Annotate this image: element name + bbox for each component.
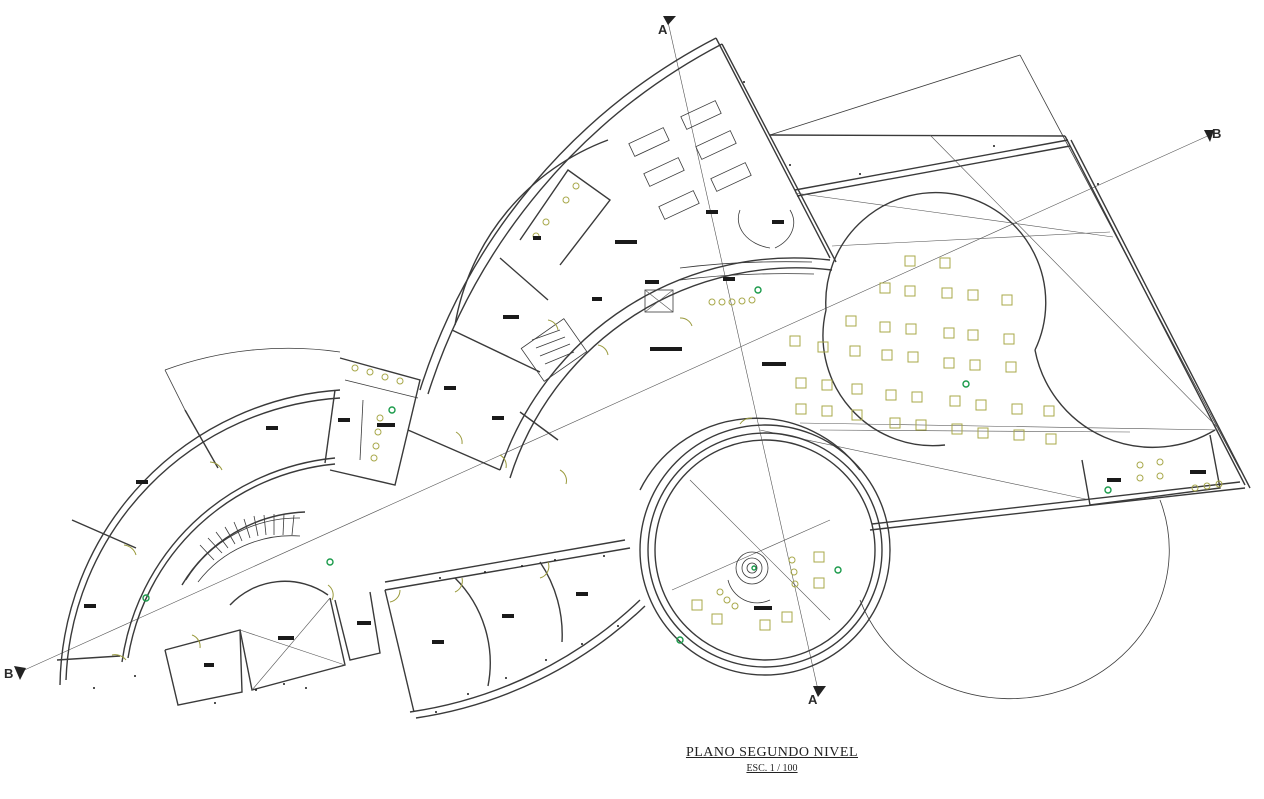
drawing-scale: ESC. 1 / 100 [746,763,798,774]
section-label-b-right: B [1212,126,1221,141]
section-label-b-left: B [4,666,13,681]
level-marker-symbols [142,286,1112,644]
left-lower-rooms [164,584,381,706]
section-label-a-top: A [658,22,668,37]
dining-area [789,191,1216,449]
section-label-a-bottom: A [808,692,818,707]
section-line-b [14,130,1214,680]
lower-middle-wing [384,539,646,719]
stair-left [185,513,301,583]
dimension-ticks [93,81,1099,713]
rotunda-tables [691,551,825,631]
dining-tables [789,255,1057,445]
left-curved-wing [56,347,341,686]
restrooms-left [329,357,421,486]
drawing-title-block: PLANO SEGUNDO NIVEL ESC. 1 / 100 [672,745,872,774]
upper-diagonal-wing [407,37,837,485]
central-rotunda [639,417,891,676]
stair-upper [520,318,588,382]
room-label-marks [84,210,1206,667]
drawing-title: PLANO SEGUNDO NIVEL [685,745,859,760]
section-line-a [663,16,826,697]
tables-top-room [628,100,752,220]
reception-counter [679,209,815,306]
right-wing-perimeter [759,54,1251,700]
